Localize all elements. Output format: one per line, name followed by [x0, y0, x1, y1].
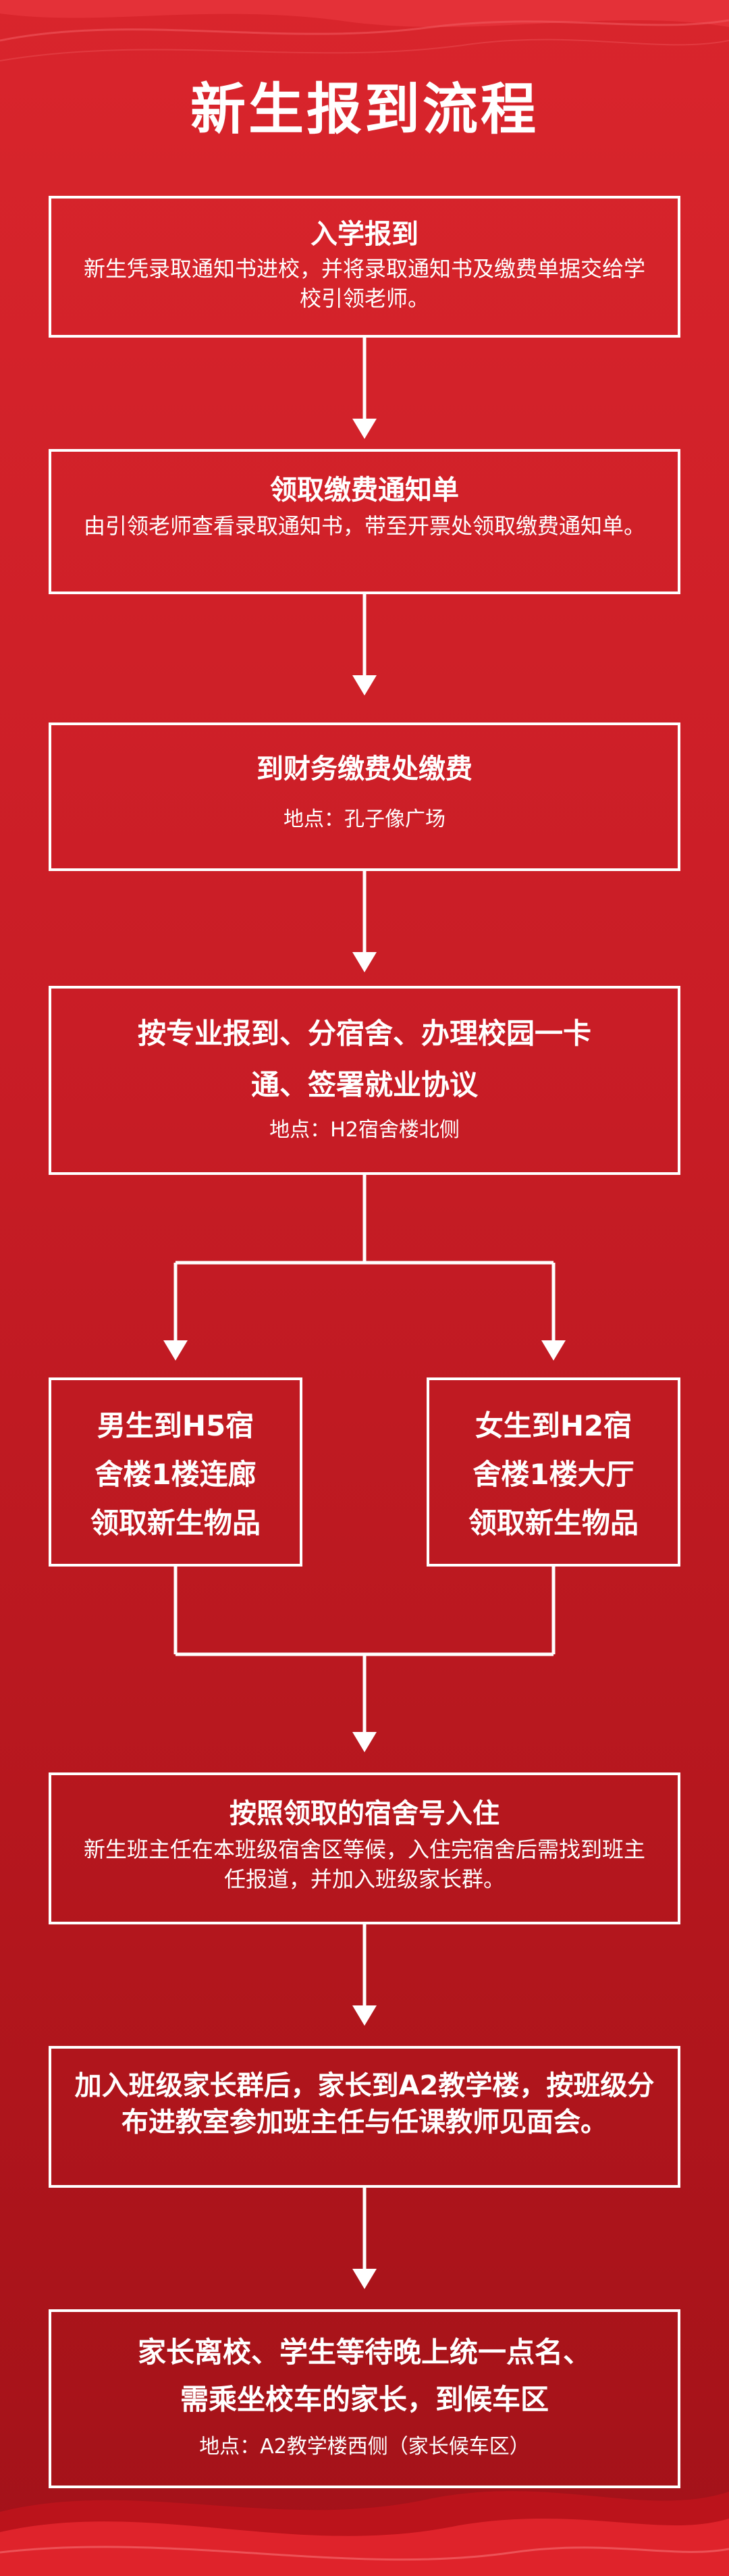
step-departure-heading-line1: 家长离校、学生等待晚上统一点名、: [137, 2336, 591, 2369]
step-move-in-heading: 按照领取的宿舍号入住: [230, 1798, 500, 1829]
step-enrollment-text: 新生凭录取通知书进校，并将录取通知书及缴费单据交给学校引领老师。: [83, 256, 645, 311]
step-registration-location: 地点：H2宿舍楼北侧: [269, 1118, 460, 1142]
female-dorm-line2: 舍楼1楼大厅: [473, 1458, 634, 1491]
page-title: 新生报到流程: [190, 78, 539, 142]
arrow-2-3: [352, 594, 377, 695]
step-move-in-text: 新生班主任在本班级宿舍区等候，入住完宿舍后需找到班主任报道，并加入班级家长群。: [83, 1837, 645, 1892]
step-registration-heading-line1: 按专业报到、分宿舍、办理校园一卡: [137, 1017, 591, 1050]
arrow-8-9: [352, 2188, 377, 2289]
step-departure-heading-line2: 需乘坐校车的家长，到候车区: [180, 2383, 549, 2416]
step-departure-location: 地点：A2教学楼西侧（家长候车区）: [199, 2435, 530, 2459]
step-payment-heading: 到财务缴费处缴费: [256, 754, 473, 785]
female-dorm-line1: 女生到H2宿: [475, 1409, 632, 1442]
step-payment-location: 地点：孔子像广场: [284, 808, 446, 831]
step-parent-meeting-box: 加入班级家长群后，家长到A2教学楼，按班级分布进教室参加班主任与任课教师见面会。: [49, 2046, 680, 2188]
split-connector: [163, 1175, 566, 1361]
step-fee-notice-box: 领取缴费通知单 由引领老师查看录取通知书，带至开票处领取缴费通知单。: [49, 449, 680, 594]
step-enrollment-box: 入学报到 新生凭录取通知书进校，并将录取通知书及缴费单据交给学校引领老师。: [49, 196, 680, 338]
step-payment-box: 到财务缴费处缴费 地点：孔子像广场: [49, 722, 680, 871]
female-dorm-line3: 领取新生物品: [468, 1506, 639, 1540]
merge-connector: [173, 1567, 556, 1752]
arrow-7-8: [352, 1924, 377, 2026]
step-departure-box: 家长离校、学生等待晚上统一点名、 需乘坐校车的家长，到候车区 地点：A2教学楼西…: [49, 2309, 680, 2488]
male-dorm-line3: 领取新生物品: [90, 1506, 261, 1540]
arrow-3-4: [352, 871, 377, 972]
step-move-in-box: 按照领取的宿舍号入住 新生班主任在本班级宿舍区等候，入住完宿舍后需找到班主任报道…: [49, 1772, 680, 1924]
step-registration-box: 按专业报到、分宿舍、办理校园一卡 通、签署就业协议 地点：H2宿舍楼北侧: [49, 986, 680, 1175]
male-dorm-line2: 舍楼1楼连廊: [94, 1458, 256, 1491]
step-fee-notice-heading: 领取缴费通知单: [270, 475, 459, 506]
step-parent-meeting-text: 加入班级家长群后，家长到A2教学楼，按班级分布进教室参加班主任与任课教师见面会。: [74, 2070, 655, 2138]
arrow-1-2: [352, 338, 377, 439]
step-male-dorm-box: 男生到H5宿 舍楼1楼连廊 领取新生物品: [49, 1377, 302, 1567]
male-dorm-line1: 男生到H5宿: [97, 1409, 254, 1442]
step-registration-heading-line2: 通、签署就业协议: [250, 1068, 478, 1101]
step-fee-notice-text: 由引领老师查看录取通知书，带至开票处领取缴费通知单。: [83, 513, 645, 539]
step-female-dorm-box: 女生到H2宿 舍楼1楼大厅 领取新生物品: [427, 1377, 680, 1567]
step-enrollment-heading: 入学报到: [310, 219, 418, 250]
